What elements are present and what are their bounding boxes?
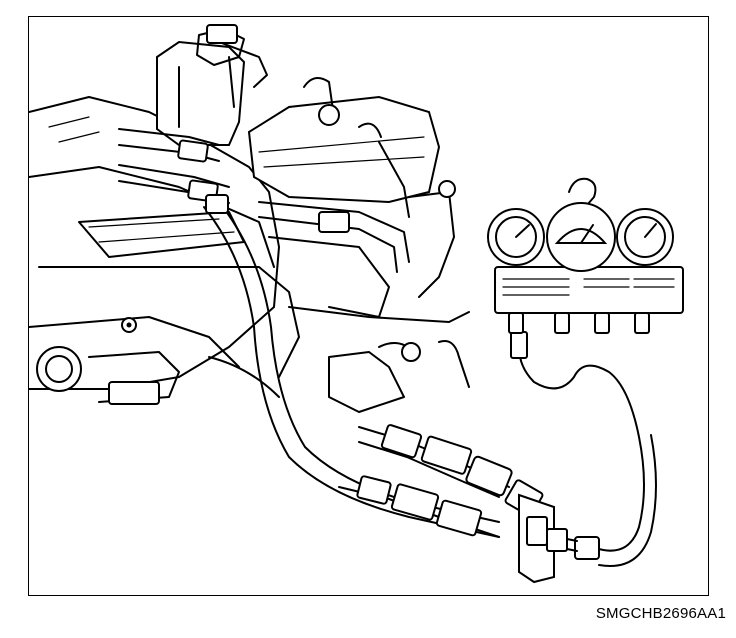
gauge-manifold-set bbox=[487, 177, 684, 334]
drawing-reference-code: SMGCHB2696AA1 bbox=[595, 605, 726, 622]
engine-intake-manifold bbox=[29, 96, 300, 405]
long-hose bbox=[203, 194, 500, 538]
upper-hoses bbox=[118, 128, 456, 318]
illustration-frame bbox=[28, 16, 709, 596]
lower-test-line bbox=[338, 475, 500, 538]
tee-fitting bbox=[518, 493, 600, 584]
canister-assembly bbox=[156, 24, 268, 146]
lower-pipes bbox=[208, 306, 470, 413]
upper-test-line bbox=[358, 424, 544, 517]
fluid-reservoir bbox=[247, 77, 441, 218]
engine-bay-line-drawing bbox=[29, 24, 684, 584]
gauge-hose bbox=[510, 331, 657, 567]
